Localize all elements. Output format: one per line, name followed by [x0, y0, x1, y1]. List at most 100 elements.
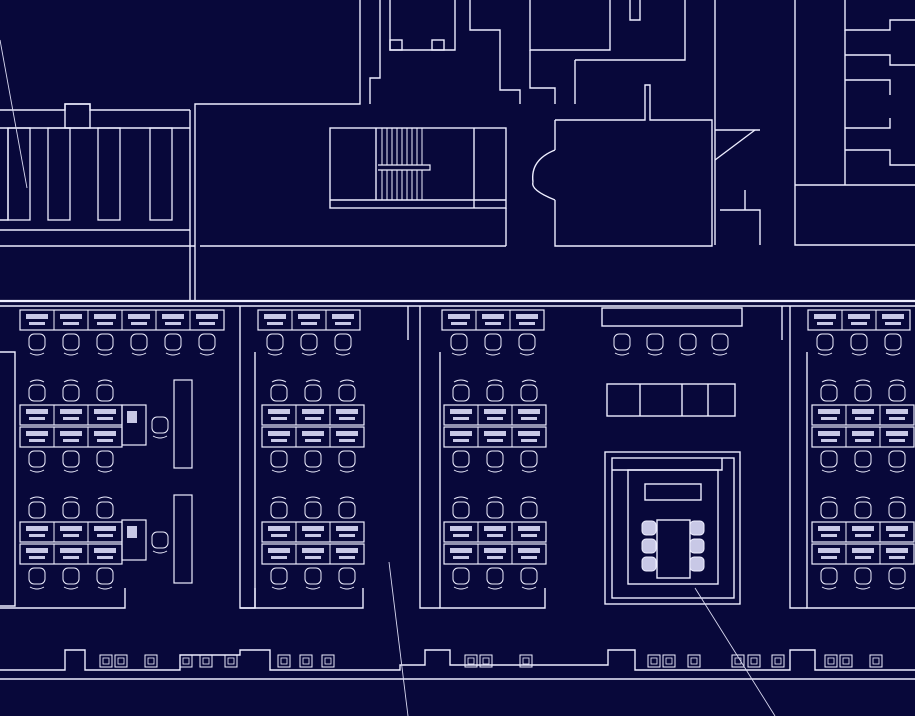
stair-landing [378, 164, 431, 171]
chair [452, 496, 470, 519]
keyboard [305, 417, 321, 420]
chair [816, 333, 834, 356]
chair [62, 333, 80, 356]
desk-row [443, 404, 547, 426]
monitor [264, 314, 286, 319]
chair [820, 496, 838, 519]
keyboard [453, 556, 469, 559]
keyboard [199, 322, 215, 325]
cabinet-door [872, 657, 880, 665]
monitor [60, 409, 82, 414]
chair [338, 496, 356, 519]
monitor [450, 431, 472, 436]
keyboard [271, 556, 287, 559]
keyboard [885, 322, 901, 325]
cabinet [662, 654, 676, 668]
monitor [128, 314, 150, 319]
chair [452, 567, 470, 590]
keyboard [63, 439, 79, 442]
monitor [818, 409, 840, 414]
monitor [484, 548, 506, 553]
manager-monitor [127, 411, 137, 423]
conference-chair [689, 520, 705, 536]
chair [28, 450, 46, 473]
chair [520, 567, 538, 590]
cabinet [144, 654, 158, 668]
monitor [886, 526, 908, 531]
keyboard [305, 556, 321, 559]
monitor [450, 526, 472, 531]
cabinet [199, 654, 213, 668]
cabinet-door [482, 657, 490, 665]
chair [520, 450, 538, 473]
monitor [882, 314, 904, 319]
keyboard [889, 439, 905, 442]
shelf [47, 127, 71, 221]
monitor [818, 548, 840, 553]
keyboard [267, 322, 283, 325]
cabinet [687, 654, 701, 668]
chair [300, 333, 318, 356]
keyboard [29, 534, 45, 537]
cabinet-door [227, 657, 235, 665]
cabinet [731, 654, 745, 668]
monitor [852, 526, 874, 531]
chair [450, 333, 468, 356]
cabinet-door [147, 657, 155, 665]
cabinet-door [117, 657, 125, 665]
monitor [196, 314, 218, 319]
chair [518, 333, 536, 356]
chair [270, 450, 288, 473]
chair [266, 333, 284, 356]
conference-chair [641, 538, 657, 554]
cabinet-door [774, 657, 782, 665]
monitor [450, 409, 472, 414]
monitor [94, 431, 116, 436]
cabinet [519, 654, 533, 668]
keyboard [29, 439, 45, 442]
cabinet [869, 654, 883, 668]
keyboard [271, 534, 287, 537]
keyboard [29, 556, 45, 559]
chair [198, 333, 216, 356]
cabinet-door [665, 657, 673, 665]
monitor [268, 431, 290, 436]
monitor [162, 314, 184, 319]
cabinet [747, 654, 761, 668]
keyboard [487, 556, 503, 559]
monitor [814, 314, 836, 319]
keyboard [855, 556, 871, 559]
chair [854, 379, 872, 402]
cabinet [299, 654, 313, 668]
chair [854, 567, 872, 590]
chair [338, 450, 356, 473]
monitor [484, 526, 506, 531]
monitor [60, 526, 82, 531]
desk-row [261, 404, 365, 426]
keyboard [817, 322, 833, 325]
keyboard [63, 556, 79, 559]
cabinet [114, 654, 128, 668]
desk-row [261, 521, 365, 543]
conference-room [604, 383, 741, 605]
monitor [886, 409, 908, 414]
cabinet-door [650, 657, 658, 665]
desk-row [811, 543, 915, 565]
keyboard [97, 417, 113, 420]
conference-chair [641, 556, 657, 572]
chair [62, 450, 80, 473]
chair [854, 496, 872, 519]
leader-line-2 [388, 561, 409, 716]
keyboard [821, 534, 837, 537]
chair [62, 496, 80, 519]
desk-row [811, 521, 915, 543]
chair [28, 496, 46, 519]
keyboard [271, 439, 287, 442]
chair [888, 450, 906, 473]
chair [452, 450, 470, 473]
chair [884, 333, 902, 356]
chair [164, 333, 182, 356]
chair [151, 531, 169, 554]
chair [338, 379, 356, 402]
monitor [26, 431, 48, 436]
